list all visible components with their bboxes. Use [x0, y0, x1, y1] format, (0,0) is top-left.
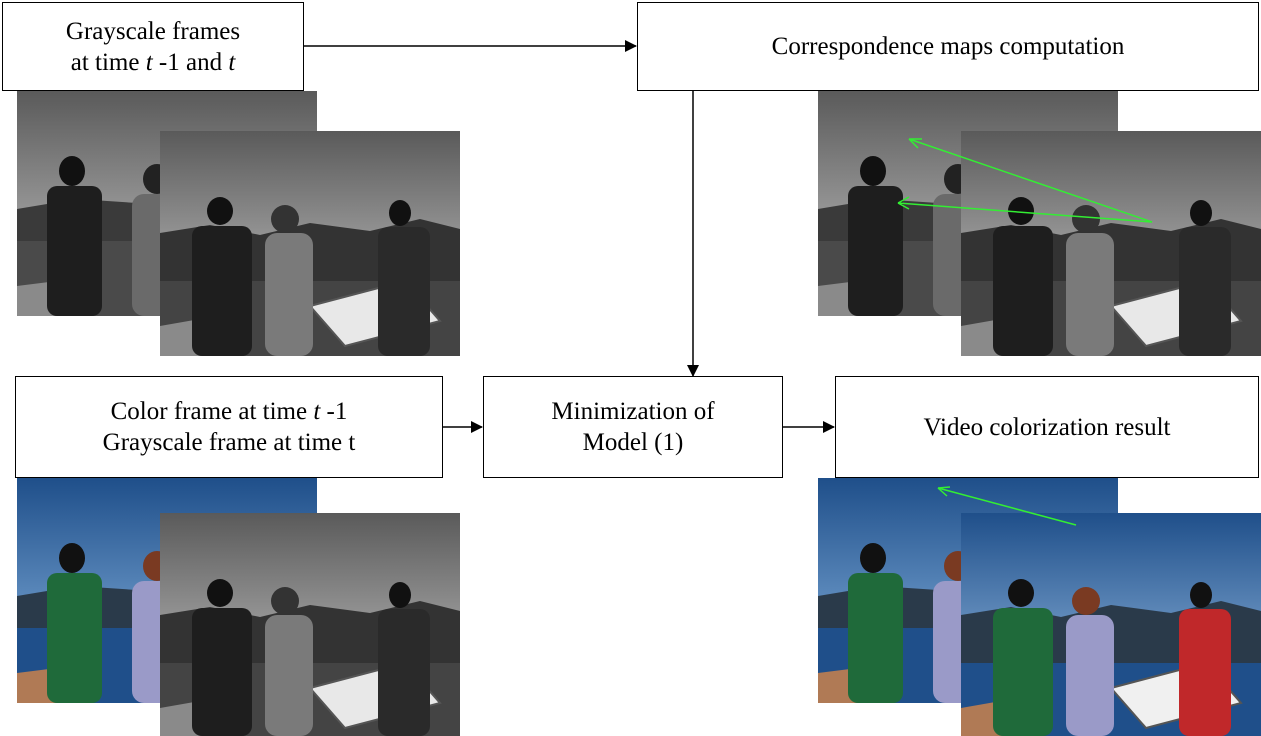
- grayscale-frames-line2: at time t -1 and t: [70, 48, 236, 76]
- grayscale-frame-t-image-2: [160, 513, 460, 736]
- color-frame-line1: Color frame at time t -1: [110, 398, 348, 425]
- color-frame-line2: Grayscale frame at time t: [102, 429, 356, 456]
- minimization-line2: Model (1): [582, 429, 684, 456]
- grayscale-frame-t-with-vectors-image: [961, 131, 1261, 356]
- result-label: Video colorization result: [923, 413, 1171, 441]
- minimization-box: Minimization of Model (1): [483, 376, 783, 478]
- correspondence-box: Correspondence maps computation: [637, 2, 1259, 91]
- result-box: Video colorization result: [835, 376, 1259, 478]
- minimization-line1: Minimization of: [551, 398, 715, 425]
- grayscale-frames-line1: Grayscale frames: [65, 17, 241, 45]
- grayscale-frame-t-image: [160, 131, 460, 356]
- color-frame-box: Color frame at time t -1 Grayscale frame…: [15, 376, 443, 478]
- colorized-frame-t-image: [961, 513, 1261, 736]
- grayscale-frames-box: Grayscale frames at time t -1 and t: [2, 2, 304, 91]
- correspondence-label: Correspondence maps computation: [771, 33, 1125, 60]
